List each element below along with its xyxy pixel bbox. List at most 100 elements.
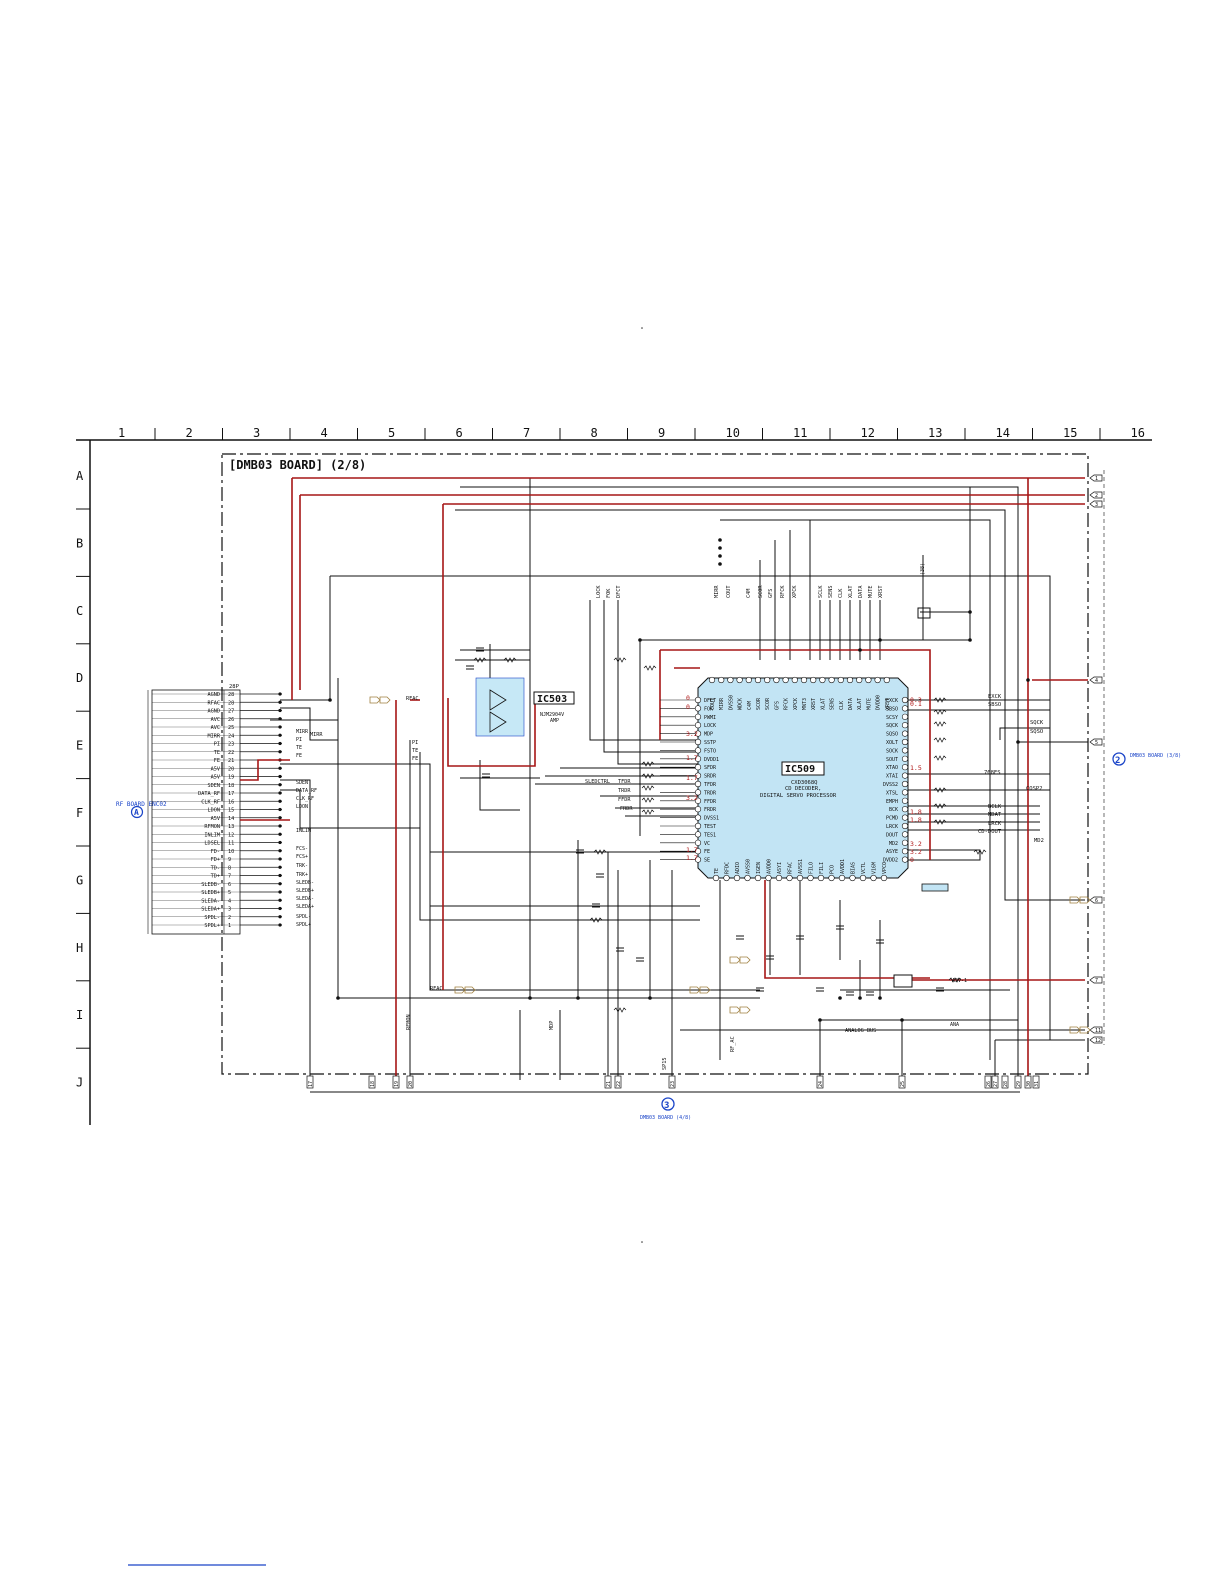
- top-signal-label: FOK: [606, 588, 612, 598]
- ic509-left-pin-name: DFCT: [704, 698, 716, 704]
- ic-pin-pad: [865, 676, 872, 684]
- ic-pin-pad: [694, 806, 702, 813]
- ic509-bottom-pin-name: IGEN: [756, 862, 762, 874]
- ic-pin-pad: [754, 676, 762, 684]
- junction-dot: [278, 824, 282, 828]
- signal-arrow: [454, 986, 466, 994]
- connector-pin-name: A5V: [211, 816, 220, 822]
- ic-pin-pad: [901, 814, 909, 821]
- ic-pin-pad: [796, 874, 804, 882]
- ic-pin-pad: [901, 831, 909, 838]
- ic-pin-pad: [694, 755, 702, 762]
- voltage-value: 1.8: [910, 816, 922, 824]
- ic509-left-pin-name: SE: [704, 858, 710, 864]
- grid-column-label: 10: [726, 426, 740, 440]
- off-sheet-connector: [1089, 474, 1103, 482]
- connector-net-label: CLK_RF: [296, 796, 314, 802]
- off-sheet-connector-num: 1: [1095, 476, 1098, 482]
- bottom-connector: [604, 1075, 612, 1089]
- connector-pin-number: 10: [228, 849, 234, 855]
- ic509-bottom-pin-name: AVDD0: [767, 859, 773, 874]
- ic509-right-pin-name: SQSO: [886, 732, 898, 738]
- net-label: TFDR: [618, 779, 631, 785]
- ic-pin-pad: [901, 705, 909, 712]
- resistor-symbol: [593, 849, 607, 855]
- junction-dot: [278, 807, 282, 812]
- ic-pin-pad: [694, 814, 702, 821]
- top-signal-label: CLK: [838, 588, 844, 598]
- rf-board-label: RF BOARD ENC02: [116, 801, 167, 808]
- junction-dot: [638, 638, 642, 642]
- connector-net-label: MIRR: [296, 729, 309, 735]
- resistor-symbol: [641, 785, 655, 791]
- resistor-symbol: [933, 803, 947, 809]
- junction-dot: [648, 996, 652, 1000]
- ic509-bottom-pin-name: VCTL: [861, 862, 867, 874]
- ic509-top-pin-name: DVSS0: [728, 695, 734, 710]
- voltage-labels: 003.21.71.73.20.31.51.81.71.71.83.23.200…: [686, 694, 922, 864]
- right-signal-label: SBSO: [988, 702, 1001, 708]
- bottom-connector: [984, 1075, 992, 1089]
- junction-dot: [1016, 740, 1020, 744]
- junction-dot: [858, 648, 862, 652]
- ic-pin-pad: [754, 874, 762, 882]
- junction-dot: [878, 996, 882, 1000]
- voltage-value: 0.3: [910, 696, 922, 704]
- ic-pin-pad: [733, 874, 741, 882]
- top-signal-label: SCLK: [818, 585, 824, 598]
- bottom-connector: [306, 1075, 314, 1089]
- ic509-right-pin-name: XTAI: [886, 774, 898, 780]
- ic509-right-pin-name: EXCK: [886, 698, 898, 704]
- net-label: ANALOG BUS: [845, 1028, 876, 1034]
- grid-row-label: C: [76, 604, 83, 618]
- connector-pin-name: SDEN: [208, 783, 221, 789]
- bottom-connector-num: 17: [308, 1081, 314, 1087]
- ic-pin-pad: [694, 848, 702, 855]
- connector-pin-number: 14: [228, 816, 234, 822]
- ic509-pins: DFCTFOKPWMILOCKMDPSSTPFSTODVDD1SFDRSRDRT…: [660, 676, 909, 882]
- bottom-connector-num: 23: [670, 1081, 676, 1087]
- connector-pin-number: 4: [228, 898, 231, 904]
- ic509-top-pin-name: GFS: [774, 701, 780, 710]
- grid-row-label: A: [76, 469, 84, 483]
- top-signal-label: MIRR: [714, 585, 720, 598]
- connector-pin-name: CLK_RF: [201, 799, 220, 805]
- connector-pin-number: 26: [228, 717, 234, 723]
- junction-dot: [278, 816, 282, 820]
- ic509-right-pin-name: ASYE: [886, 849, 898, 855]
- ic509-bottom-pin-name: ASYI: [777, 862, 783, 874]
- signal-arrow: [1069, 896, 1081, 904]
- off-sheet-connector-num: 12: [1095, 1038, 1101, 1044]
- resistor-symbol: [643, 665, 657, 671]
- ic-pin-pad: [838, 874, 846, 882]
- ic-pin-pad: [819, 676, 826, 684]
- connector-pin-name: AVC: [211, 717, 220, 723]
- ic509-right-pin-name: DVSS2: [883, 782, 898, 788]
- power-wires: [240, 477, 1088, 1080]
- connector-net-label: SDEN: [296, 780, 308, 786]
- ic509-bottom-pin-name: PCO: [830, 865, 836, 874]
- junction-dot: [718, 538, 722, 542]
- ic509-left-pin-name: FE: [704, 849, 710, 855]
- signal-arrow: [729, 956, 741, 964]
- ic-pin-pad: [694, 822, 702, 830]
- ic509-right-pin-name: LRCK: [886, 824, 898, 830]
- ic-pin-pad: [846, 676, 854, 684]
- ic509-top-pin-name: MUTE: [866, 698, 872, 710]
- ic509-desc1: CD DECODER,: [785, 786, 821, 792]
- connector-nets: MIRRPITEFESDENDATA_RFCLK_RFLDONINLIMFCS-…: [296, 729, 317, 928]
- resistor-symbol: [473, 657, 487, 663]
- junction-dot: [278, 882, 282, 886]
- board-title: [DMB03 BOARD] (2/8): [229, 458, 366, 472]
- connector-pin-name: FD-: [211, 849, 220, 855]
- voltage-value: 0: [910, 856, 914, 864]
- ic509-right-pin-name: SOCK: [886, 748, 898, 754]
- resistor-symbol: [613, 1007, 627, 1013]
- grid-column-label: 12: [861, 426, 875, 440]
- ic-pin-pad: [901, 696, 909, 704]
- ic-pin-pad: [694, 780, 702, 788]
- signal-arrow: [1069, 1026, 1081, 1034]
- junction-dot: [278, 906, 282, 911]
- junction-dot: [278, 791, 282, 795]
